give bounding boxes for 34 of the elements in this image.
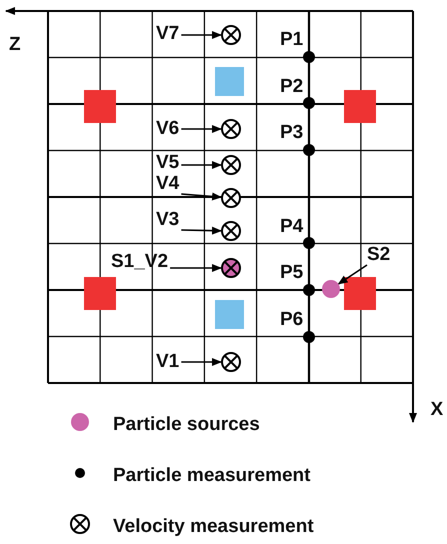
point-label: P4 — [280, 216, 304, 238]
velocity-marker — [221, 258, 241, 278]
velocity-marker — [221, 221, 241, 241]
leader-arrow — [181, 125, 222, 133]
node-label: S2 — [367, 244, 390, 266]
node-label: V7 — [156, 23, 180, 45]
velocity-marker — [221, 188, 241, 208]
axis-label: Z — [9, 34, 21, 56]
leader-arrow — [181, 226, 222, 235]
leader-arrow — [181, 31, 222, 39]
velocity-marker — [221, 119, 241, 139]
point-label: P5 — [280, 262, 304, 284]
point-label: P3 — [280, 122, 304, 144]
legend-text: Particle measurement — [113, 465, 310, 487]
axis-label: X — [430, 399, 444, 421]
node-label: V5 — [156, 152, 180, 174]
node-label: V1 — [156, 351, 180, 373]
leader-arrow — [181, 192, 222, 200]
leader-arrow — [181, 358, 222, 366]
node-label: V3 — [156, 209, 180, 231]
velocity-marker — [221, 155, 241, 175]
node-label: V4 — [156, 173, 180, 195]
leader-arrow — [181, 161, 222, 169]
leader-arrow — [338, 264, 368, 285]
leader-arrow — [170, 264, 222, 272]
legend-text: Velocity measurement — [113, 516, 314, 538]
point-label: P6 — [280, 309, 304, 331]
velocity-marker — [221, 352, 241, 372]
legend-text: Particle sources — [113, 414, 260, 436]
particle-source-dot — [322, 280, 340, 298]
velocity-marker — [221, 25, 241, 45]
point-label: P1 — [280, 29, 304, 51]
node-label: V6 — [156, 118, 180, 140]
point-label: P2 — [280, 76, 304, 98]
